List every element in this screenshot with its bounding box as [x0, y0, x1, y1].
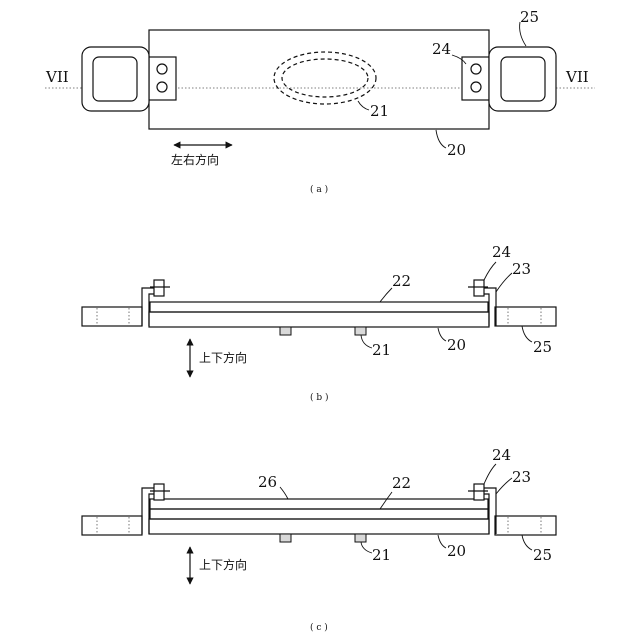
caption-a: ( a ) — [310, 184, 328, 195]
leader-21 — [358, 101, 369, 110]
label-25: 25 — [520, 8, 539, 26]
component-21-inner — [282, 59, 368, 97]
label-24: 24 — [492, 243, 511, 261]
cover-26 — [150, 499, 488, 509]
direction-label: 左右方向 — [171, 152, 219, 167]
section-marker-left: VII — [45, 68, 69, 86]
figure-b: 22 24 23 21 20 25 上下方向 ( b ) — [82, 243, 556, 403]
base-20 — [149, 312, 489, 327]
plate-22 — [150, 302, 488, 312]
foot-21-right — [355, 534, 366, 542]
label-26: 26 — [258, 473, 277, 491]
leader-20 — [436, 130, 446, 148]
bolt-24-right — [474, 280, 484, 296]
bolt-24-left — [154, 484, 164, 500]
label-24: 24 — [432, 40, 451, 58]
foot-21-left — [280, 327, 291, 335]
caption-b: ( b ) — [310, 392, 329, 403]
direction-label: 上下方向 — [199, 350, 247, 365]
label-25: 25 — [533, 338, 552, 356]
handle-25-left — [82, 516, 142, 535]
label-23: 23 — [512, 260, 531, 278]
foot-21-left — [280, 534, 291, 542]
bolt-24-right — [474, 484, 484, 500]
base-20 — [149, 519, 489, 534]
direction-label: 上下方向 — [199, 557, 247, 572]
figure-c: 26 22 24 23 21 20 25 上下方向 ( c ) — [82, 446, 556, 633]
label-21: 21 — [370, 102, 389, 120]
label-20: 20 — [447, 542, 466, 560]
label-21: 21 — [372, 341, 391, 359]
label-20: 20 — [447, 141, 466, 159]
foot-21-right — [355, 327, 366, 335]
section-marker-right: VII — [565, 68, 589, 86]
label-25: 25 — [533, 546, 552, 564]
figure-a: VII VII 24 25 21 20 左右方向 ( a ) — [45, 8, 595, 195]
label-22: 22 — [392, 474, 411, 492]
label-24: 24 — [492, 446, 511, 464]
handle-25-right — [495, 516, 556, 535]
plate-22 — [150, 509, 488, 519]
label-23: 23 — [512, 468, 531, 486]
caption-c: ( c ) — [310, 622, 328, 633]
handle-25-left — [82, 307, 142, 326]
label-21: 21 — [372, 546, 391, 564]
label-20: 20 — [447, 336, 466, 354]
bolt-24-left — [154, 280, 164, 296]
label-22: 22 — [392, 272, 411, 290]
component-21-outer — [274, 52, 376, 104]
handle-25-right — [495, 307, 556, 326]
